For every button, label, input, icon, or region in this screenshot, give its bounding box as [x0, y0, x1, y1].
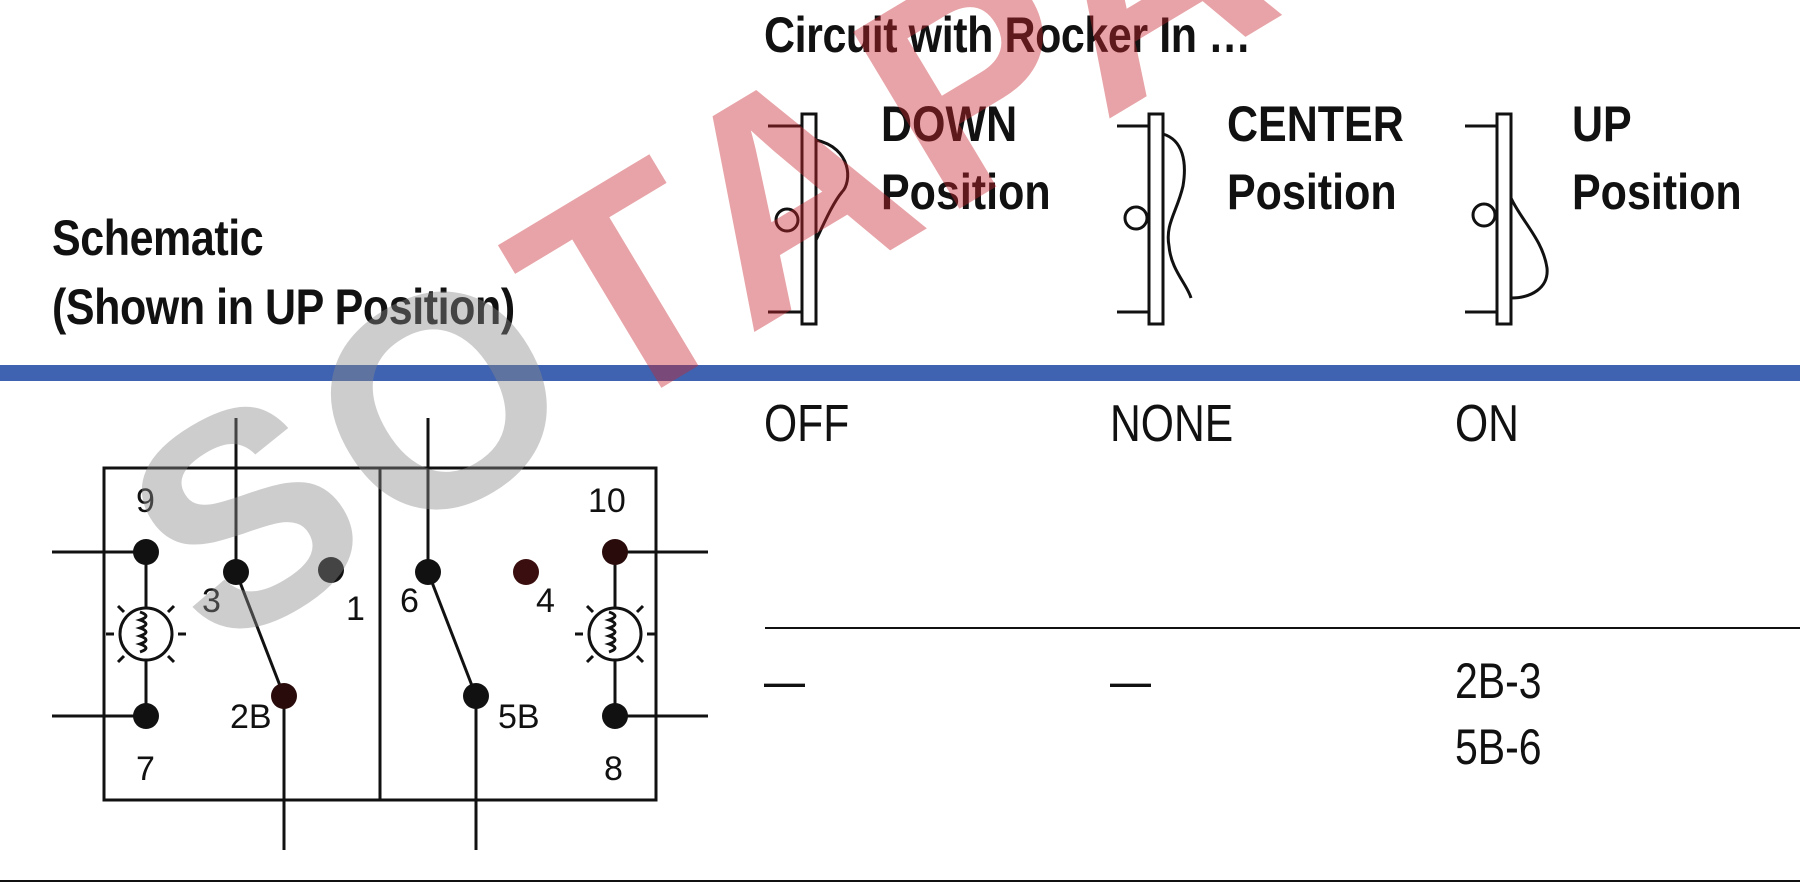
lamp-right-icon: [575, 594, 655, 674]
terminal-6: [415, 559, 441, 585]
terminal-2b: [271, 683, 297, 709]
rocker-up-icon: [1465, 112, 1549, 326]
terminal-7: [133, 703, 159, 729]
position-label-center: CENTER Position: [1227, 90, 1404, 226]
terminal-1: [318, 557, 344, 583]
circuit-entry: 2B-3: [1455, 653, 1542, 709]
schematic-title: Schematic: [52, 210, 264, 266]
position-name: UP: [1572, 96, 1632, 152]
state-up: ON: [1455, 395, 1519, 453]
terminal-10: [602, 539, 628, 565]
position-name: CENTER: [1227, 96, 1404, 152]
circuit-entry: —: [764, 653, 805, 709]
position-suffix: Position: [881, 164, 1051, 220]
circuit-entry: 5B-6: [1455, 719, 1542, 775]
circuit-entry: —: [1110, 653, 1151, 709]
circuits-up: 2B-3 5B-6: [1455, 648, 1542, 780]
label-10: 10: [588, 482, 626, 520]
terminal-3: [223, 559, 249, 585]
rocker-center-icon: [1117, 112, 1193, 326]
row-divider: [765, 627, 1800, 629]
label-7: 7: [136, 750, 155, 788]
label-6: 6: [400, 582, 419, 620]
circuits-center: —: [1110, 648, 1151, 714]
rocker-down-icon: [768, 112, 850, 326]
circuits-down: —: [764, 648, 805, 714]
position-label-down: DOWN Position: [881, 90, 1051, 226]
position-suffix: Position: [1227, 164, 1397, 220]
label-3: 3: [202, 582, 221, 620]
terminal-4: [513, 559, 539, 585]
bottom-divider: [0, 880, 1800, 882]
label-5b: 5B: [498, 698, 540, 736]
lamp-left-icon: [106, 594, 186, 674]
state-down: OFF: [764, 395, 850, 453]
terminal-9: [133, 539, 159, 565]
position-suffix: Position: [1572, 164, 1742, 220]
label-9: 9: [136, 482, 155, 520]
schematic-diagram: 9 3 1 6 4 10 2B 5B 7 8: [52, 418, 708, 850]
schematic-subtitle: (Shown in UP Position): [52, 279, 515, 335]
position-name: DOWN: [881, 96, 1018, 152]
position-label-up: UP Position: [1572, 90, 1742, 226]
header-divider: [0, 365, 1800, 381]
label-4: 4: [536, 582, 555, 620]
label-1: 1: [346, 590, 365, 628]
label-8: 8: [604, 750, 623, 788]
circuit-title: Circuit with Rocker In …: [764, 7, 1251, 63]
state-center: NONE: [1110, 395, 1234, 453]
terminal-5b: [463, 683, 489, 709]
terminal-8: [602, 703, 628, 729]
label-2b: 2B: [230, 698, 272, 736]
